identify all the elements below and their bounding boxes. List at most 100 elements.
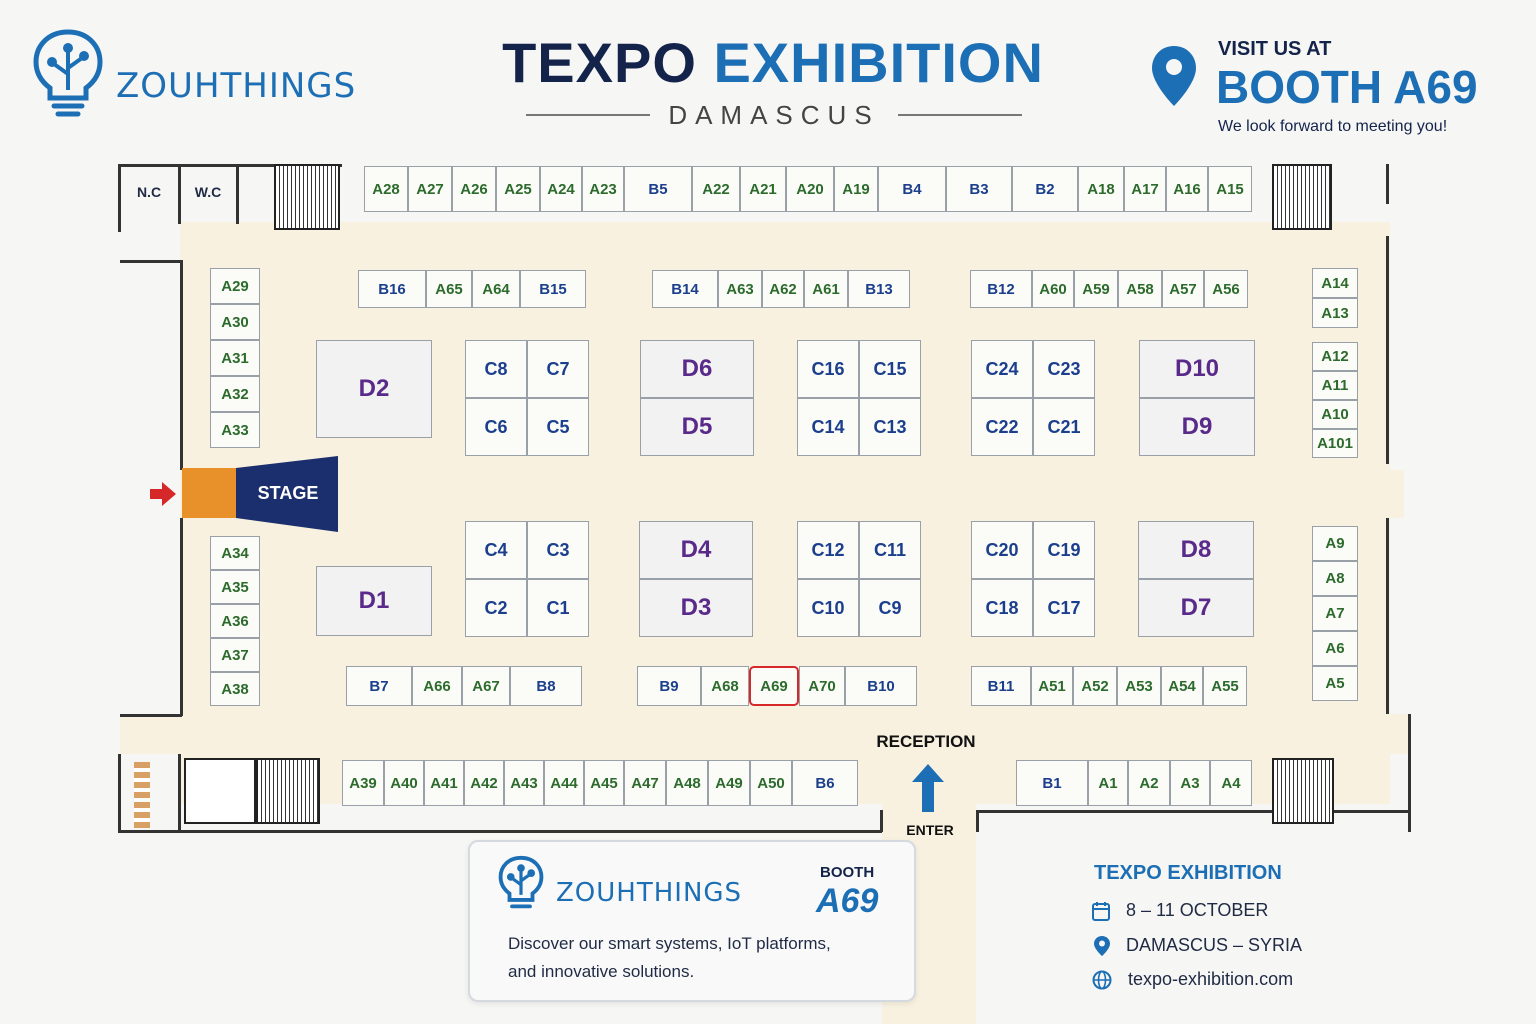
booth-a67[interactable]: A67 [462, 666, 510, 706]
booth-a35[interactable]: A35 [210, 570, 260, 604]
booth-d6[interactable]: D6 [640, 340, 754, 398]
booth-b7[interactable]: B7 [346, 666, 412, 706]
booth-d7[interactable]: D7 [1138, 579, 1254, 637]
booth-b15[interactable]: B15 [520, 270, 586, 308]
booth-c7[interactable]: C7 [527, 340, 589, 398]
booth-a68[interactable]: A68 [701, 666, 749, 706]
booth-a28[interactable]: A28 [364, 166, 408, 212]
booth-a63[interactable]: A63 [718, 270, 762, 308]
booth-a39[interactable]: A39 [342, 760, 384, 806]
booth-a66[interactable]: A66 [412, 666, 462, 706]
booth-a41[interactable]: A41 [424, 760, 464, 806]
booth-a17[interactable]: A17 [1124, 166, 1166, 212]
booth-d4[interactable]: D4 [639, 521, 753, 579]
booth-a10[interactable]: A10 [1312, 400, 1358, 429]
booth-a2[interactable]: A2 [1128, 760, 1170, 806]
booth-a30[interactable]: A30 [210, 304, 260, 340]
booth-c24[interactable]: C24 [971, 340, 1033, 398]
booth-d3[interactable]: D3 [639, 579, 753, 637]
booth-a21[interactable]: A21 [740, 166, 786, 212]
booth-a25[interactable]: A25 [496, 166, 540, 212]
booth-a43[interactable]: A43 [504, 760, 544, 806]
booth-b11[interactable]: B11 [971, 666, 1031, 706]
booth-a18[interactable]: A18 [1078, 166, 1124, 212]
booth-b16[interactable]: B16 [358, 270, 426, 308]
booth-d8[interactable]: D8 [1138, 521, 1254, 579]
booth-a22[interactable]: A22 [692, 166, 740, 212]
booth-a16[interactable]: A16 [1166, 166, 1208, 212]
booth-a61[interactable]: A61 [804, 270, 848, 308]
booth-b1[interactable]: B1 [1016, 760, 1088, 806]
booth-a54[interactable]: A54 [1161, 666, 1203, 706]
booth-a26[interactable]: A26 [452, 166, 496, 212]
booth-d10[interactable]: D10 [1139, 340, 1255, 398]
booth-c4[interactable]: C4 [465, 521, 527, 579]
booth-a33[interactable]: A33 [210, 412, 260, 448]
booth-c16[interactable]: C16 [797, 340, 859, 398]
booth-a52[interactable]: A52 [1073, 666, 1117, 706]
booth-a20[interactable]: A20 [786, 166, 834, 212]
booth-a24[interactable]: A24 [540, 166, 582, 212]
booth-a1[interactable]: A1 [1088, 760, 1128, 806]
booth-c9[interactable]: C9 [859, 579, 921, 637]
booth-d2[interactable]: D2 [316, 340, 432, 438]
booth-c11[interactable]: C11 [859, 521, 921, 579]
booth-b8[interactable]: B8 [510, 666, 582, 706]
booth-b6[interactable]: B6 [792, 760, 858, 806]
booth-a50[interactable]: A50 [750, 760, 792, 806]
booth-a29[interactable]: A29 [210, 268, 260, 304]
booth-a3[interactable]: A3 [1170, 760, 1210, 806]
booth-a19[interactable]: A19 [834, 166, 878, 212]
booth-a6[interactable]: A6 [1312, 631, 1358, 666]
booth-a23[interactable]: A23 [582, 166, 624, 212]
booth-a65[interactable]: A65 [426, 270, 472, 308]
booth-a56[interactable]: A56 [1204, 270, 1248, 308]
booth-c8[interactable]: C8 [465, 340, 527, 398]
booth-a7[interactable]: A7 [1312, 596, 1358, 631]
booth-a36[interactable]: A36 [210, 604, 260, 638]
booth-a47[interactable]: A47 [624, 760, 666, 806]
booth-a27[interactable]: A27 [408, 166, 452, 212]
booth-a9[interactable]: A9 [1312, 526, 1358, 561]
booth-a70[interactable]: A70 [799, 666, 845, 706]
booth-a4[interactable]: A4 [1210, 760, 1252, 806]
booth-b3[interactable]: B3 [946, 166, 1012, 212]
booth-a14[interactable]: A14 [1312, 268, 1358, 298]
booth-a5[interactable]: A5 [1312, 666, 1358, 701]
booth-c17[interactable]: C17 [1033, 579, 1095, 637]
booth-a13[interactable]: A13 [1312, 298, 1358, 328]
booth-c13[interactable]: C13 [859, 398, 921, 456]
booth-c23[interactable]: C23 [1033, 340, 1095, 398]
booth-b12[interactable]: B12 [970, 270, 1032, 308]
booth-a31[interactable]: A31 [210, 340, 260, 376]
booth-b2[interactable]: B2 [1012, 166, 1078, 212]
booth-a53[interactable]: A53 [1117, 666, 1161, 706]
booth-a58[interactable]: A58 [1118, 270, 1162, 308]
booth-c20[interactable]: C20 [971, 521, 1033, 579]
booth-a69[interactable]: A69 [749, 666, 799, 706]
booth-a15[interactable]: A15 [1208, 166, 1252, 212]
event-website[interactable]: texpo-exhibition.com [1128, 969, 1294, 989]
booth-d5[interactable]: D5 [640, 398, 754, 456]
booth-a8[interactable]: A8 [1312, 561, 1358, 596]
booth-b13[interactable]: B13 [848, 270, 910, 308]
booth-b4[interactable]: B4 [878, 166, 946, 212]
booth-a44[interactable]: A44 [544, 760, 584, 806]
booth-a34[interactable]: A34 [210, 536, 260, 570]
booth-a40[interactable]: A40 [384, 760, 424, 806]
booth-a38[interactable]: A38 [210, 672, 260, 706]
booth-c18[interactable]: C18 [971, 579, 1033, 637]
booth-d1[interactable]: D1 [316, 566, 432, 636]
booth-c2[interactable]: C2 [465, 579, 527, 637]
booth-a64[interactable]: A64 [472, 270, 520, 308]
booth-b9[interactable]: B9 [637, 666, 701, 706]
booth-a45[interactable]: A45 [584, 760, 624, 806]
booth-a55[interactable]: A55 [1203, 666, 1247, 706]
booth-c1[interactable]: C1 [527, 579, 589, 637]
booth-a37[interactable]: A37 [210, 638, 260, 672]
booth-a59[interactable]: A59 [1074, 270, 1118, 308]
booth-a32[interactable]: A32 [210, 376, 260, 412]
booth-a57[interactable]: A57 [1162, 270, 1204, 308]
booth-b14[interactable]: B14 [652, 270, 718, 308]
booth-c15[interactable]: C15 [859, 340, 921, 398]
